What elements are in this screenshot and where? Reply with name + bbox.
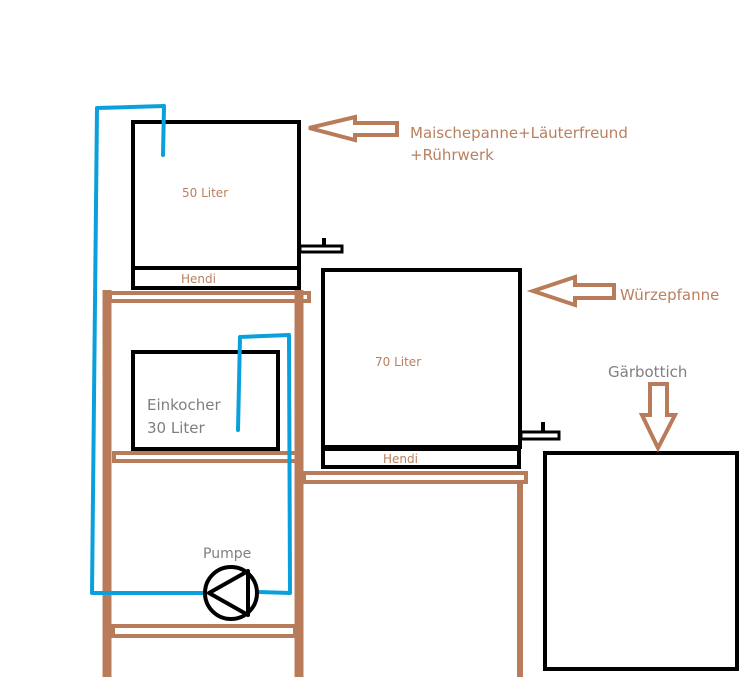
left-shelf-top-plank xyxy=(108,291,311,303)
return-pipe xyxy=(90,104,207,595)
mash-callout-line1: Maischepanne+Läuterfreund xyxy=(410,124,628,142)
left-shelf xyxy=(102,290,311,677)
pump-label: Pumpe xyxy=(203,546,251,562)
mash-tun-tap xyxy=(298,244,344,254)
fermenter-callout: Gärbottich xyxy=(608,363,687,381)
left-shelf-middle-plank xyxy=(112,451,299,463)
boil-kettle-body xyxy=(321,268,522,449)
boil-kettle-tap xyxy=(519,430,561,441)
mash-callout-line2: +Rührwerk xyxy=(410,146,494,164)
preheater-volume-label: 30 Liter xyxy=(147,419,205,437)
boil-kettle-burner xyxy=(321,447,521,469)
preheater-body xyxy=(131,350,280,451)
left-shelf-bottom-plank xyxy=(111,624,297,638)
right-table-plank xyxy=(302,471,528,484)
suction-pipe xyxy=(236,333,292,595)
preheater-name-label: Einkocher xyxy=(147,396,221,414)
boil-arrow-icon xyxy=(526,274,616,308)
mash-tun xyxy=(131,120,344,290)
right-table xyxy=(302,471,528,677)
boil-volume-label: 70 Liter xyxy=(375,355,421,369)
pipes xyxy=(90,104,292,595)
pump-icon xyxy=(203,565,259,621)
fermenter-arrow-icon xyxy=(638,382,679,453)
mash-tun-burner xyxy=(131,266,301,290)
boil-callout: Würzepfanne xyxy=(620,286,719,304)
boil-burner-label: Hendi xyxy=(383,452,418,466)
boil-kettle xyxy=(321,268,561,469)
mash-burner-label: Hendi xyxy=(181,272,216,286)
callout-arrows xyxy=(308,114,679,453)
fermenter-body xyxy=(543,451,739,671)
mash-volume-label: 50 Liter xyxy=(182,186,228,200)
mash-arrow-icon xyxy=(308,114,399,143)
